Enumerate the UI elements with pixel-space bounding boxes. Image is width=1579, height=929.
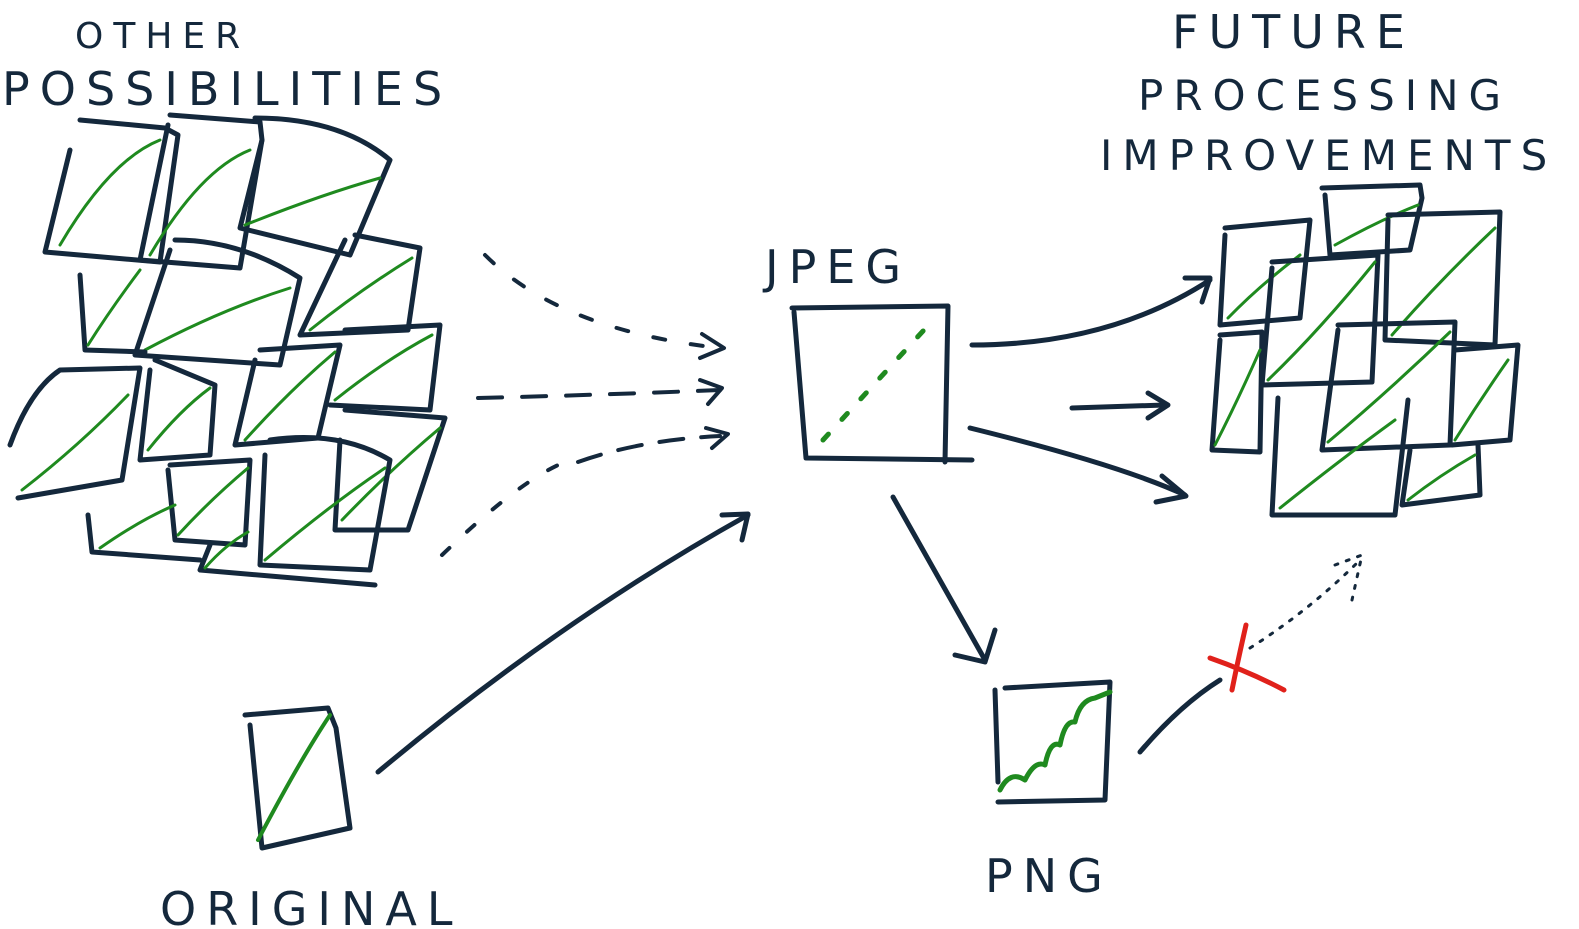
- future-image: [1259, 252, 1381, 388]
- dashed-arrow: [476, 388, 722, 400]
- possibility-image: [332, 407, 448, 533]
- arrow: [1137, 677, 1223, 755]
- arrowhead: [1153, 473, 1189, 505]
- possibility-image: [297, 232, 423, 338]
- other-possibilities-cluster: [7, 112, 448, 588]
- possibility-image: [327, 322, 443, 413]
- possibility-image: [85, 503, 203, 563]
- label-png: PNG: [985, 849, 1113, 903]
- arrowhead: [704, 426, 730, 450]
- future-image: [1269, 395, 1411, 518]
- future-image: [1209, 329, 1265, 455]
- future-image: [1449, 342, 1521, 448]
- label-processing: PROCESSING: [1138, 71, 1511, 120]
- label-improvements: IMPROVEMENTS: [1100, 131, 1557, 180]
- possibility-image: [77, 268, 148, 355]
- possibility-image: [137, 112, 265, 271]
- future-image: [1399, 442, 1483, 508]
- arrowhead: [952, 627, 998, 665]
- arrow: [969, 277, 1213, 348]
- arrowhead: [1145, 390, 1171, 421]
- label-other: OTHER: [75, 16, 250, 57]
- future-image: [1319, 182, 1425, 258]
- arrow-original-to-jpeg: [375, 511, 751, 775]
- dashed-arrow: [440, 460, 567, 557]
- jpeg-image: [789, 303, 975, 465]
- arrowhead: [698, 332, 726, 360]
- arrowhead: [719, 511, 751, 543]
- possibility-image: [132, 237, 303, 368]
- label-original: ORIGINAL: [160, 882, 462, 929]
- dashed-arrow: [576, 434, 722, 464]
- arrowhead: [1182, 275, 1213, 305]
- arrow: [375, 512, 751, 775]
- label-jpeg: JPEG: [762, 240, 911, 294]
- arrow: [967, 425, 1188, 498]
- arrowhead: [698, 378, 724, 406]
- dashed-arrows-to-jpeg: [440, 253, 730, 557]
- red-x-mark-icon: [1207, 622, 1287, 693]
- label-possibilities: POSSIBILITIES: [2, 62, 452, 116]
- arrows-to-future: [967, 275, 1213, 505]
- dotted-arrowhead: [1333, 553, 1364, 602]
- future-improvements-cluster: [1209, 182, 1521, 518]
- future-image: [1217, 217, 1313, 328]
- arrow: [890, 494, 988, 663]
- blocked-path-png-to-future: [1137, 553, 1364, 755]
- dashed-arrow: [483, 253, 722, 350]
- possibility-image: [197, 530, 378, 588]
- possibility-image: [232, 342, 343, 448]
- possibility-image: [7, 365, 143, 501]
- png-image: [992, 679, 1113, 805]
- possibility-image: [257, 435, 393, 573]
- possibility-image: [137, 357, 218, 463]
- label-future: FUTURE: [1172, 5, 1415, 59]
- arrow: [1069, 402, 1168, 411]
- dotted-arrow: [1248, 558, 1362, 650]
- possibility-image: [165, 457, 253, 548]
- possibility-image: [237, 115, 393, 258]
- possibility-image: [42, 117, 181, 265]
- original-image: [242, 705, 353, 851]
- arrow-jpeg-to-png: [890, 494, 998, 665]
